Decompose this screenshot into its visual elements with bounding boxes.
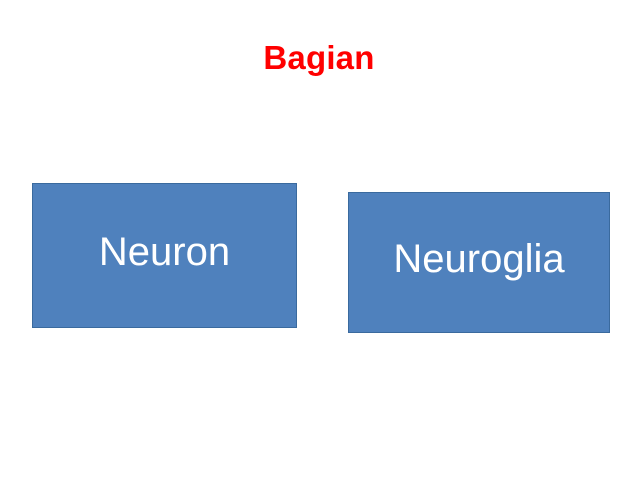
node-box-neuron-label: Neuron bbox=[98, 229, 231, 274]
node-box-neuroglia[interactable]: Neuroglia bbox=[348, 192, 610, 333]
node-box-neuroglia-label: Neuroglia bbox=[393, 236, 565, 281]
page-title: Bagian bbox=[263, 39, 375, 76]
node-box-neuron[interactable]: Neuron bbox=[32, 183, 297, 328]
